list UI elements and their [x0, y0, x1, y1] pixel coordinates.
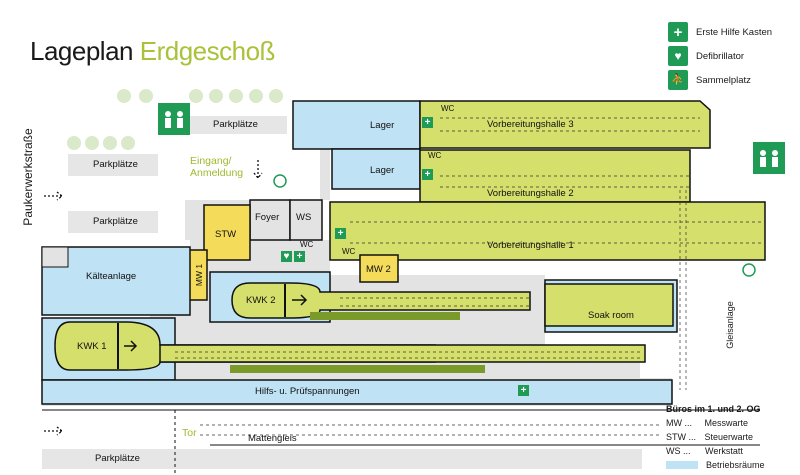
abbrev-stw: STW ... Steuerwarte	[666, 432, 754, 442]
title-main: Lageplan	[30, 36, 134, 66]
entrance-label-line2: Anmeldung	[190, 167, 244, 179]
rail-strip	[230, 365, 485, 373]
operations-swatch	[666, 461, 698, 469]
room-label-mattengleis: Mattengleis	[248, 433, 297, 444]
abbrev-operations: Betriebsräume	[666, 460, 765, 470]
legend-defibrillator: ♥ Defibrillator	[668, 46, 744, 66]
first-aid-icon: +	[335, 228, 346, 239]
parking-area-1	[187, 116, 287, 134]
room-label-mw1: MW 1	[194, 263, 205, 287]
room-label-hall-1: Vorbereitungshalle 1	[487, 240, 574, 251]
abbrev-ws: WS ... Werkstatt	[666, 446, 743, 456]
room-label-wc-2: WC	[428, 151, 442, 160]
bike-parking	[41, 246, 69, 268]
room-label-kwk2: KWK 2	[246, 295, 276, 306]
room-label-hall-2: Vorbereitungshalle 2	[487, 188, 574, 199]
room-label-foyer: Foyer	[255, 212, 280, 223]
legend-assembly-point: ⛹ Sammelplatz	[668, 70, 751, 90]
room-label-lager-1: Lager	[370, 120, 395, 131]
rail-label: Gleisanlage	[725, 301, 735, 349]
room-label-wc-4: WC	[342, 247, 356, 256]
assembly-point-sign-1	[158, 103, 190, 135]
parking-label-1: Parkplätze	[213, 119, 258, 130]
parking-area-2	[68, 154, 158, 176]
hall-rails	[175, 117, 765, 436]
entrance-label-line1: Eingang/	[190, 155, 232, 167]
room-ws	[289, 199, 323, 241]
map-title: Lageplan Erdgeschoß	[30, 36, 275, 67]
hall-1	[329, 201, 766, 261]
street-label: Paukerwerkstraße	[21, 128, 35, 226]
tree-row-left	[67, 136, 135, 150]
room-mw2	[359, 254, 399, 283]
legend-first-aid: + Erste Hilfe Kasten	[668, 22, 772, 42]
defibrillator-icon: ♥	[281, 251, 292, 262]
room-soak	[544, 283, 674, 327]
room-label-hilfs: Hilfs- u. Prüfspannungen	[255, 386, 360, 397]
kwk2-line	[231, 282, 531, 319]
first-aid-icon: +	[294, 251, 305, 262]
title-accent: Erdgeschoß	[139, 36, 276, 66]
defibrillator-icon: ♥	[668, 46, 688, 66]
assembly-point-icon: ⛹	[668, 70, 688, 90]
room-label-soak: Soak room	[588, 310, 634, 321]
room-label-wc-1: WC	[441, 104, 455, 113]
gate-label: Tor	[182, 427, 197, 439]
first-aid-icon: +	[668, 22, 688, 42]
room-label-ws: WS	[296, 212, 312, 223]
first-aid-icon: +	[422, 169, 433, 180]
first-aid-icon: +	[422, 117, 433, 128]
hall-3	[419, 100, 711, 149]
room-label-kaelteanlage: Kälteanlage	[86, 271, 137, 282]
room-stw	[203, 204, 251, 261]
parking-label-3: Parkplätze	[93, 216, 138, 227]
room-label-stw: STW	[215, 229, 237, 240]
room-foyer	[249, 199, 291, 241]
assembly-point-sign-2	[753, 142, 785, 174]
parking-area-4	[42, 449, 642, 469]
parking-area-3	[68, 211, 158, 233]
room-label-wc-3: WC	[300, 240, 314, 249]
room-hilfs	[41, 379, 673, 405]
room-lager-2	[331, 148, 421, 190]
direction-arrows	[44, 160, 263, 436]
smoking-area-icon-1	[273, 174, 287, 188]
parking-label-2: Parkplätze	[93, 159, 138, 170]
room-label-hall-3: Vorbereitungshalle 3	[487, 119, 574, 130]
abbrev-mw: MW ... Messwarte	[666, 418, 749, 428]
abbrev-heading: Büros im 1. und 2. OG	[666, 404, 761, 414]
smoking-area-icon-2	[742, 263, 756, 277]
parking-label-4: Parkplätze	[95, 453, 140, 464]
first-aid-icon: +	[518, 385, 529, 396]
room-lager-1	[292, 100, 421, 150]
tree-row-top	[117, 89, 283, 103]
room-label-mw2: MW 2	[366, 264, 391, 275]
room-label-kwk1: KWK 1	[77, 341, 107, 352]
room-label-lager-2: Lager	[370, 165, 395, 176]
